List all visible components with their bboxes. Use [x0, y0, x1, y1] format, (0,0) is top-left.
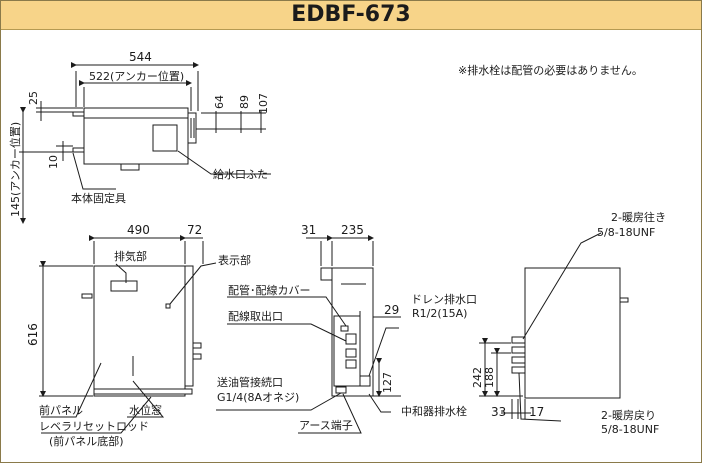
front-view-body: [93, 265, 186, 397]
dim-616: 616: [26, 323, 40, 346]
title-bar: EDBF-673: [1, 1, 701, 30]
label-neutral-drain: 中和器排水栓: [401, 404, 467, 418]
rear-view-body: [524, 267, 621, 399]
dim-10: 10: [47, 155, 60, 169]
dim-29: 29: [384, 303, 399, 317]
dim-235: 235: [341, 223, 364, 237]
dim-522: 522(アンカー位置): [89, 69, 184, 83]
dim-17: 17: [529, 405, 544, 419]
dim-33: 33: [491, 405, 506, 419]
label-drain-outlet: ドレン排水口: [411, 292, 477, 306]
body-fix-bracket: [72, 111, 85, 117]
dim-72: 72: [187, 223, 202, 237]
model-title: EDBF-673: [291, 2, 411, 27]
water-cap-rect: [152, 124, 178, 152]
label-pipe-cover: 配管･配線カバー: [228, 283, 311, 297]
rear-view: [479, 232, 629, 422]
dim-127: 127: [381, 372, 394, 393]
display-window: [165, 303, 171, 309]
dim-145: 145(アンカー位置): [8, 122, 22, 217]
top-view: [19, 62, 271, 224]
dim-242: 242: [471, 367, 484, 388]
dim-25: 25: [27, 91, 40, 105]
dim-31: 31: [301, 223, 316, 237]
label-display: 表示部: [218, 253, 251, 267]
label-body-fix: 本体固定具: [71, 191, 126, 205]
label-oil-size: G1/4(8Aオネジ): [217, 391, 299, 404]
front-view: [39, 235, 217, 434]
label-drain-size: R1/2(15A): [412, 307, 467, 320]
label-heat-out-size: 5/8-18UNF: [597, 226, 655, 239]
dim-89: 89: [238, 95, 251, 109]
label-heat-out: 2-暖房往き: [611, 210, 666, 224]
dim-188: 188: [483, 367, 496, 388]
label-exhaust: 排気部: [114, 249, 147, 263]
label-water-window: 水位窓: [129, 403, 162, 417]
dim-490: 490: [127, 223, 150, 237]
label-oil-pipe: 送油管接続口: [217, 375, 283, 389]
drain-note: ※排水栓は配管の必要はありません。: [458, 63, 643, 77]
dim-107: 107: [257, 93, 270, 114]
label-level-rod: レベラリセットロッド: [39, 420, 149, 433]
label-level-rod-sub: (前パネル底部): [49, 434, 124, 448]
label-earth: アース端子: [299, 419, 353, 432]
dim-544: 544: [129, 50, 152, 64]
dimension-drawing: ※排水栓は配管の必要はありません。: [8, 50, 666, 448]
label-wire-outlet: 配線取出口: [228, 309, 283, 323]
label-front-panel: 前パネル: [39, 403, 83, 417]
exhaust-port: [110, 280, 138, 292]
label-water-cap: 給水口ふた: [213, 167, 268, 181]
label-heat-return-size: 5/8-18UNF: [601, 423, 659, 436]
dim-64: 64: [213, 95, 226, 109]
side-view: [216, 235, 401, 434]
label-heat-return: 2-暖房戻り: [601, 409, 656, 422]
